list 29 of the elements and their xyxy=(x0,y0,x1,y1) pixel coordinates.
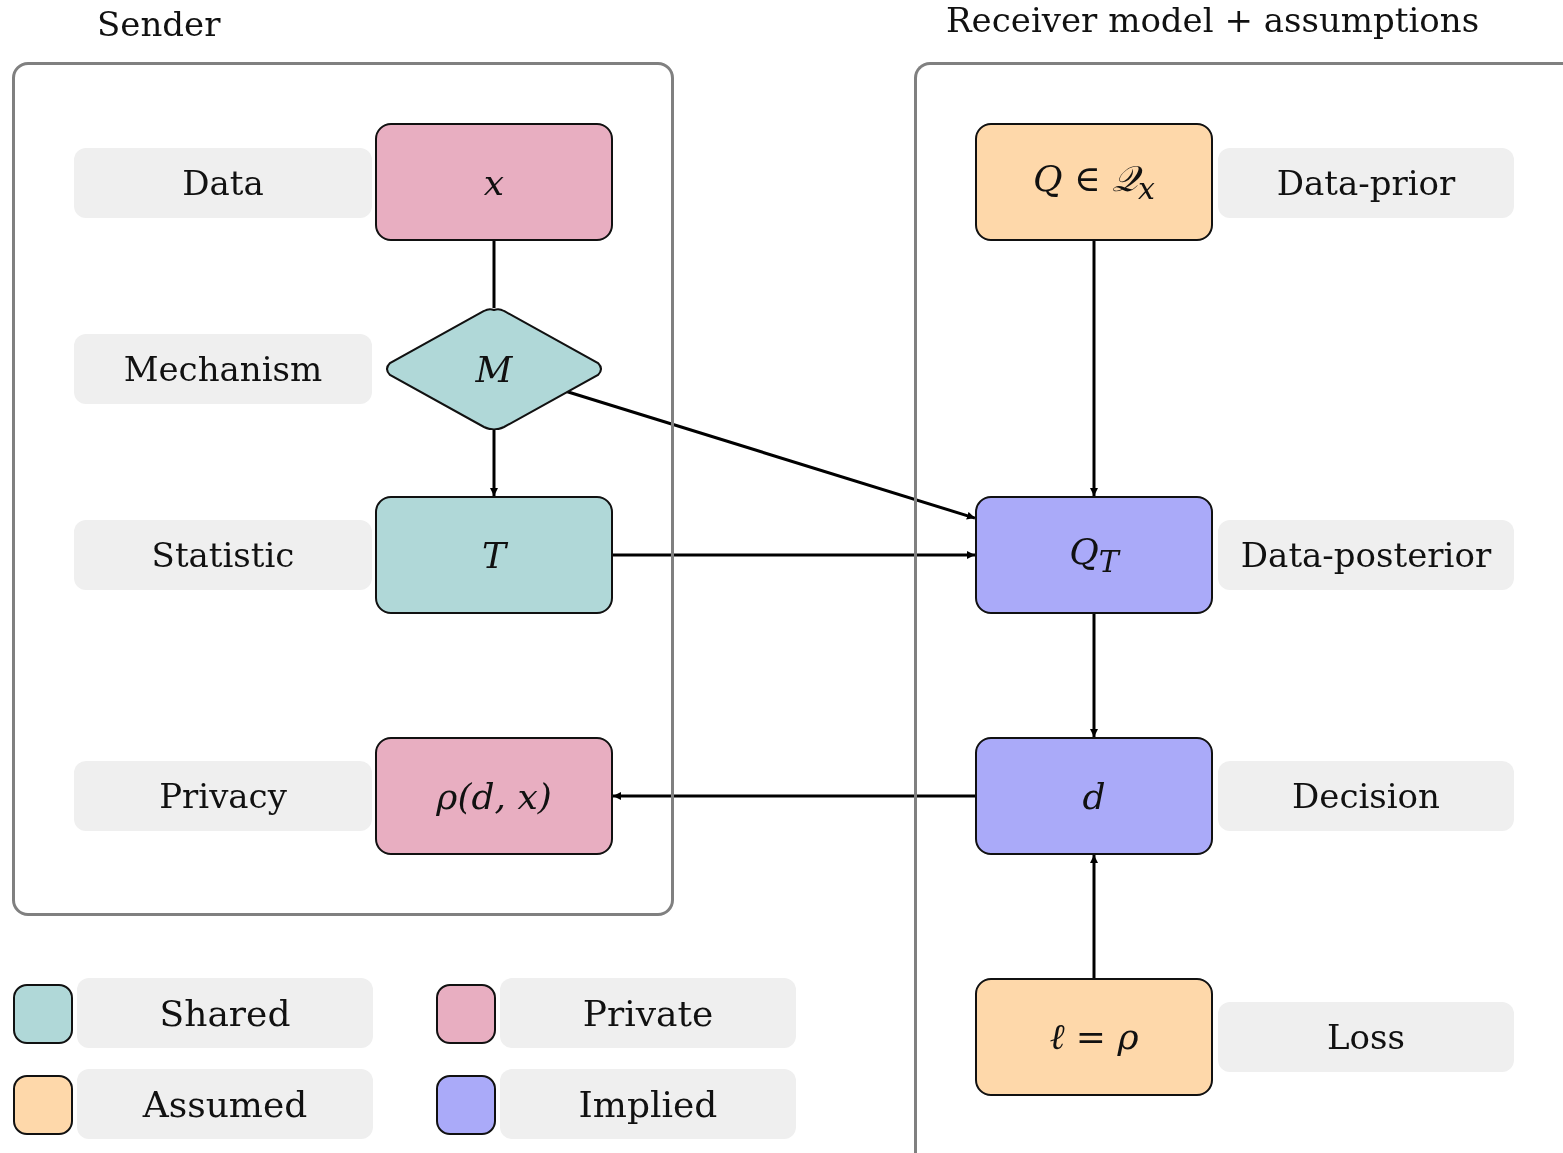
arrow xyxy=(613,792,975,800)
row-label: Loss xyxy=(1218,1002,1514,1072)
row-label: Data-prior xyxy=(1218,148,1514,218)
row-label: Statistic xyxy=(74,520,372,590)
row-label: Data xyxy=(74,148,372,218)
arrow xyxy=(1090,241,1098,496)
arrow xyxy=(1090,855,1098,978)
connector-line xyxy=(492,241,496,308)
row-label: Decision xyxy=(1218,761,1514,831)
process-box: ρ(d, x) xyxy=(375,737,613,855)
arrow xyxy=(613,551,975,559)
group-title: Sender xyxy=(97,6,221,44)
legend-label: Implied xyxy=(500,1069,796,1139)
process-box: ℓ = ρ xyxy=(975,978,1213,1096)
process-box: d xyxy=(975,737,1213,855)
process-box: T xyxy=(375,496,613,614)
process-box: Q$_{T}$ xyxy=(975,496,1213,614)
arrow xyxy=(1090,614,1098,737)
decision-diamond: M xyxy=(383,308,605,430)
group-title: Receiver model + assumptions xyxy=(946,2,1480,40)
process-box: Q ∈ 𝒬$_{x}$ xyxy=(975,123,1213,241)
legend-label: Shared xyxy=(77,978,373,1048)
process-box: x xyxy=(375,123,613,241)
row-label: Privacy xyxy=(74,761,372,831)
legend-label: Assumed xyxy=(77,1069,373,1139)
arrow xyxy=(490,430,498,496)
legend-label: Private xyxy=(500,978,796,1048)
row-label: Mechanism xyxy=(74,334,372,404)
row-label: Data-posterior xyxy=(1218,520,1514,590)
